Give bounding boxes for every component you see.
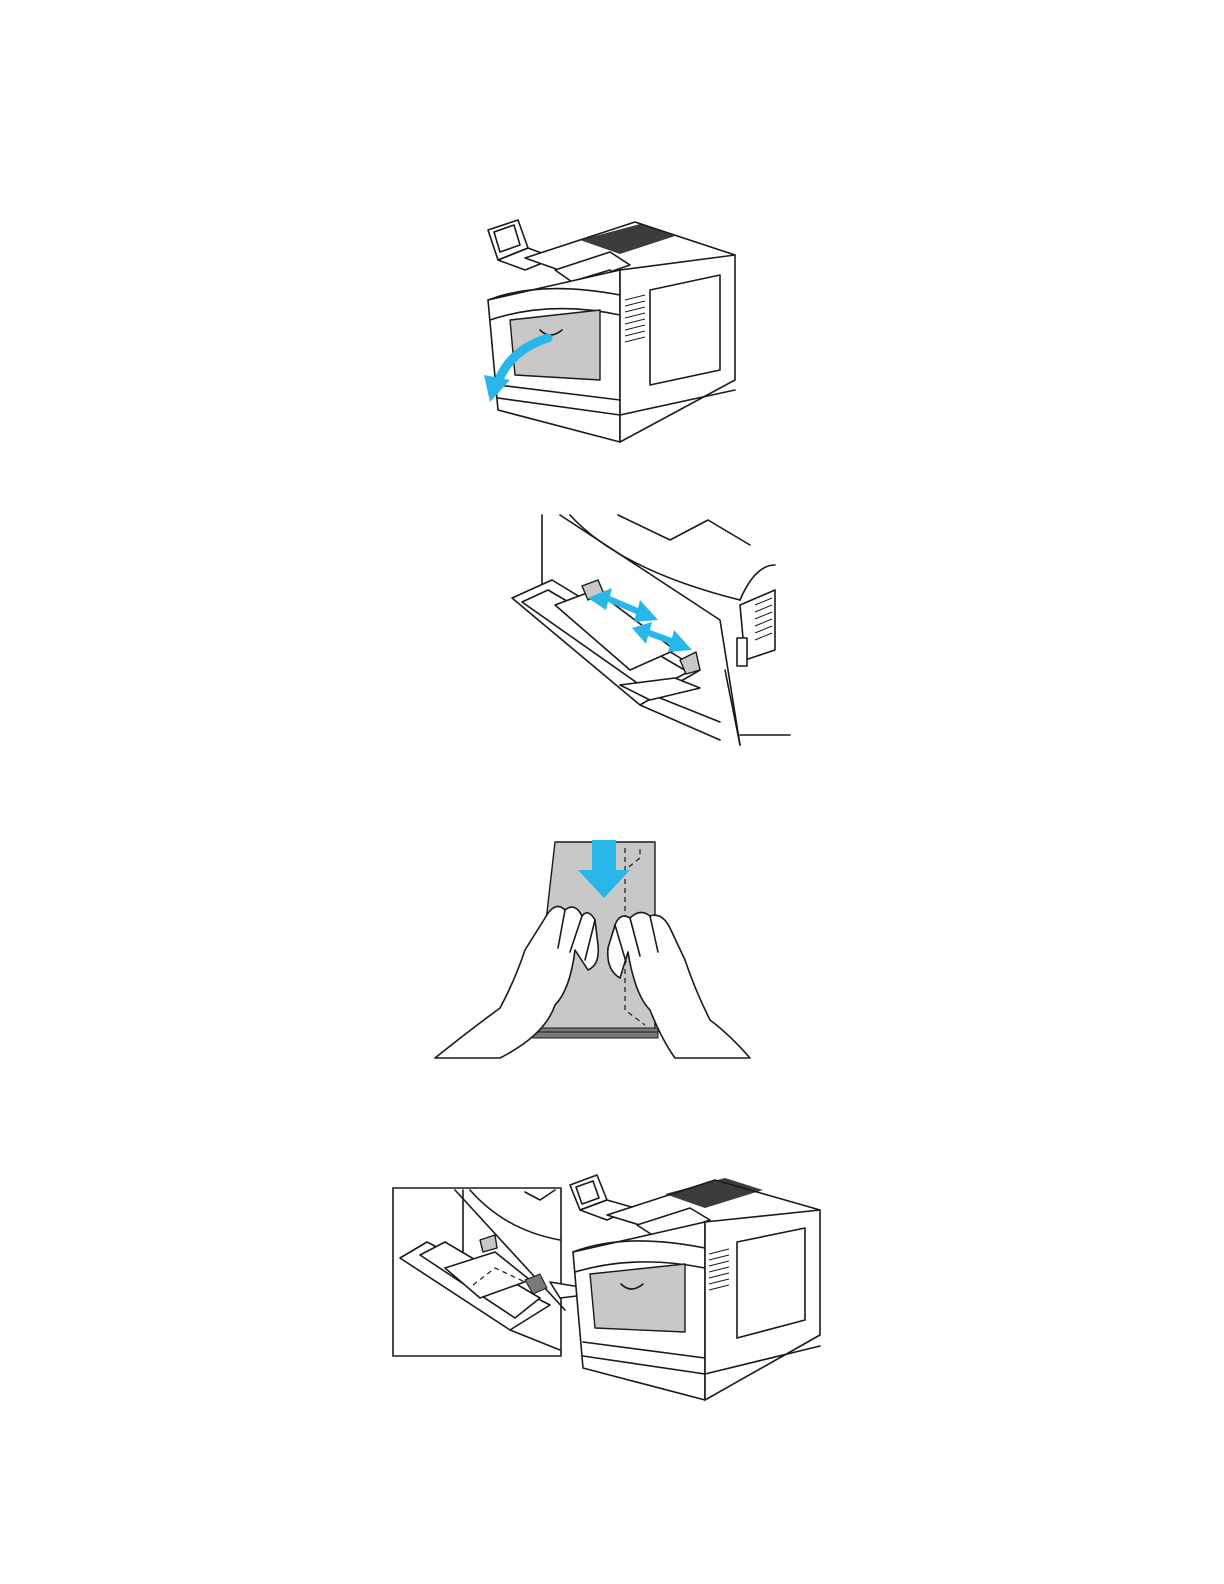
hands-envelope-stack-illustration bbox=[430, 830, 770, 1065]
printer-loaded-tray-illustration bbox=[385, 1170, 835, 1410]
printer-open-bypass-door-illustration bbox=[470, 210, 750, 450]
bypass-tray-guides-illustration bbox=[500, 510, 790, 755]
printer-icon bbox=[570, 1175, 820, 1400]
